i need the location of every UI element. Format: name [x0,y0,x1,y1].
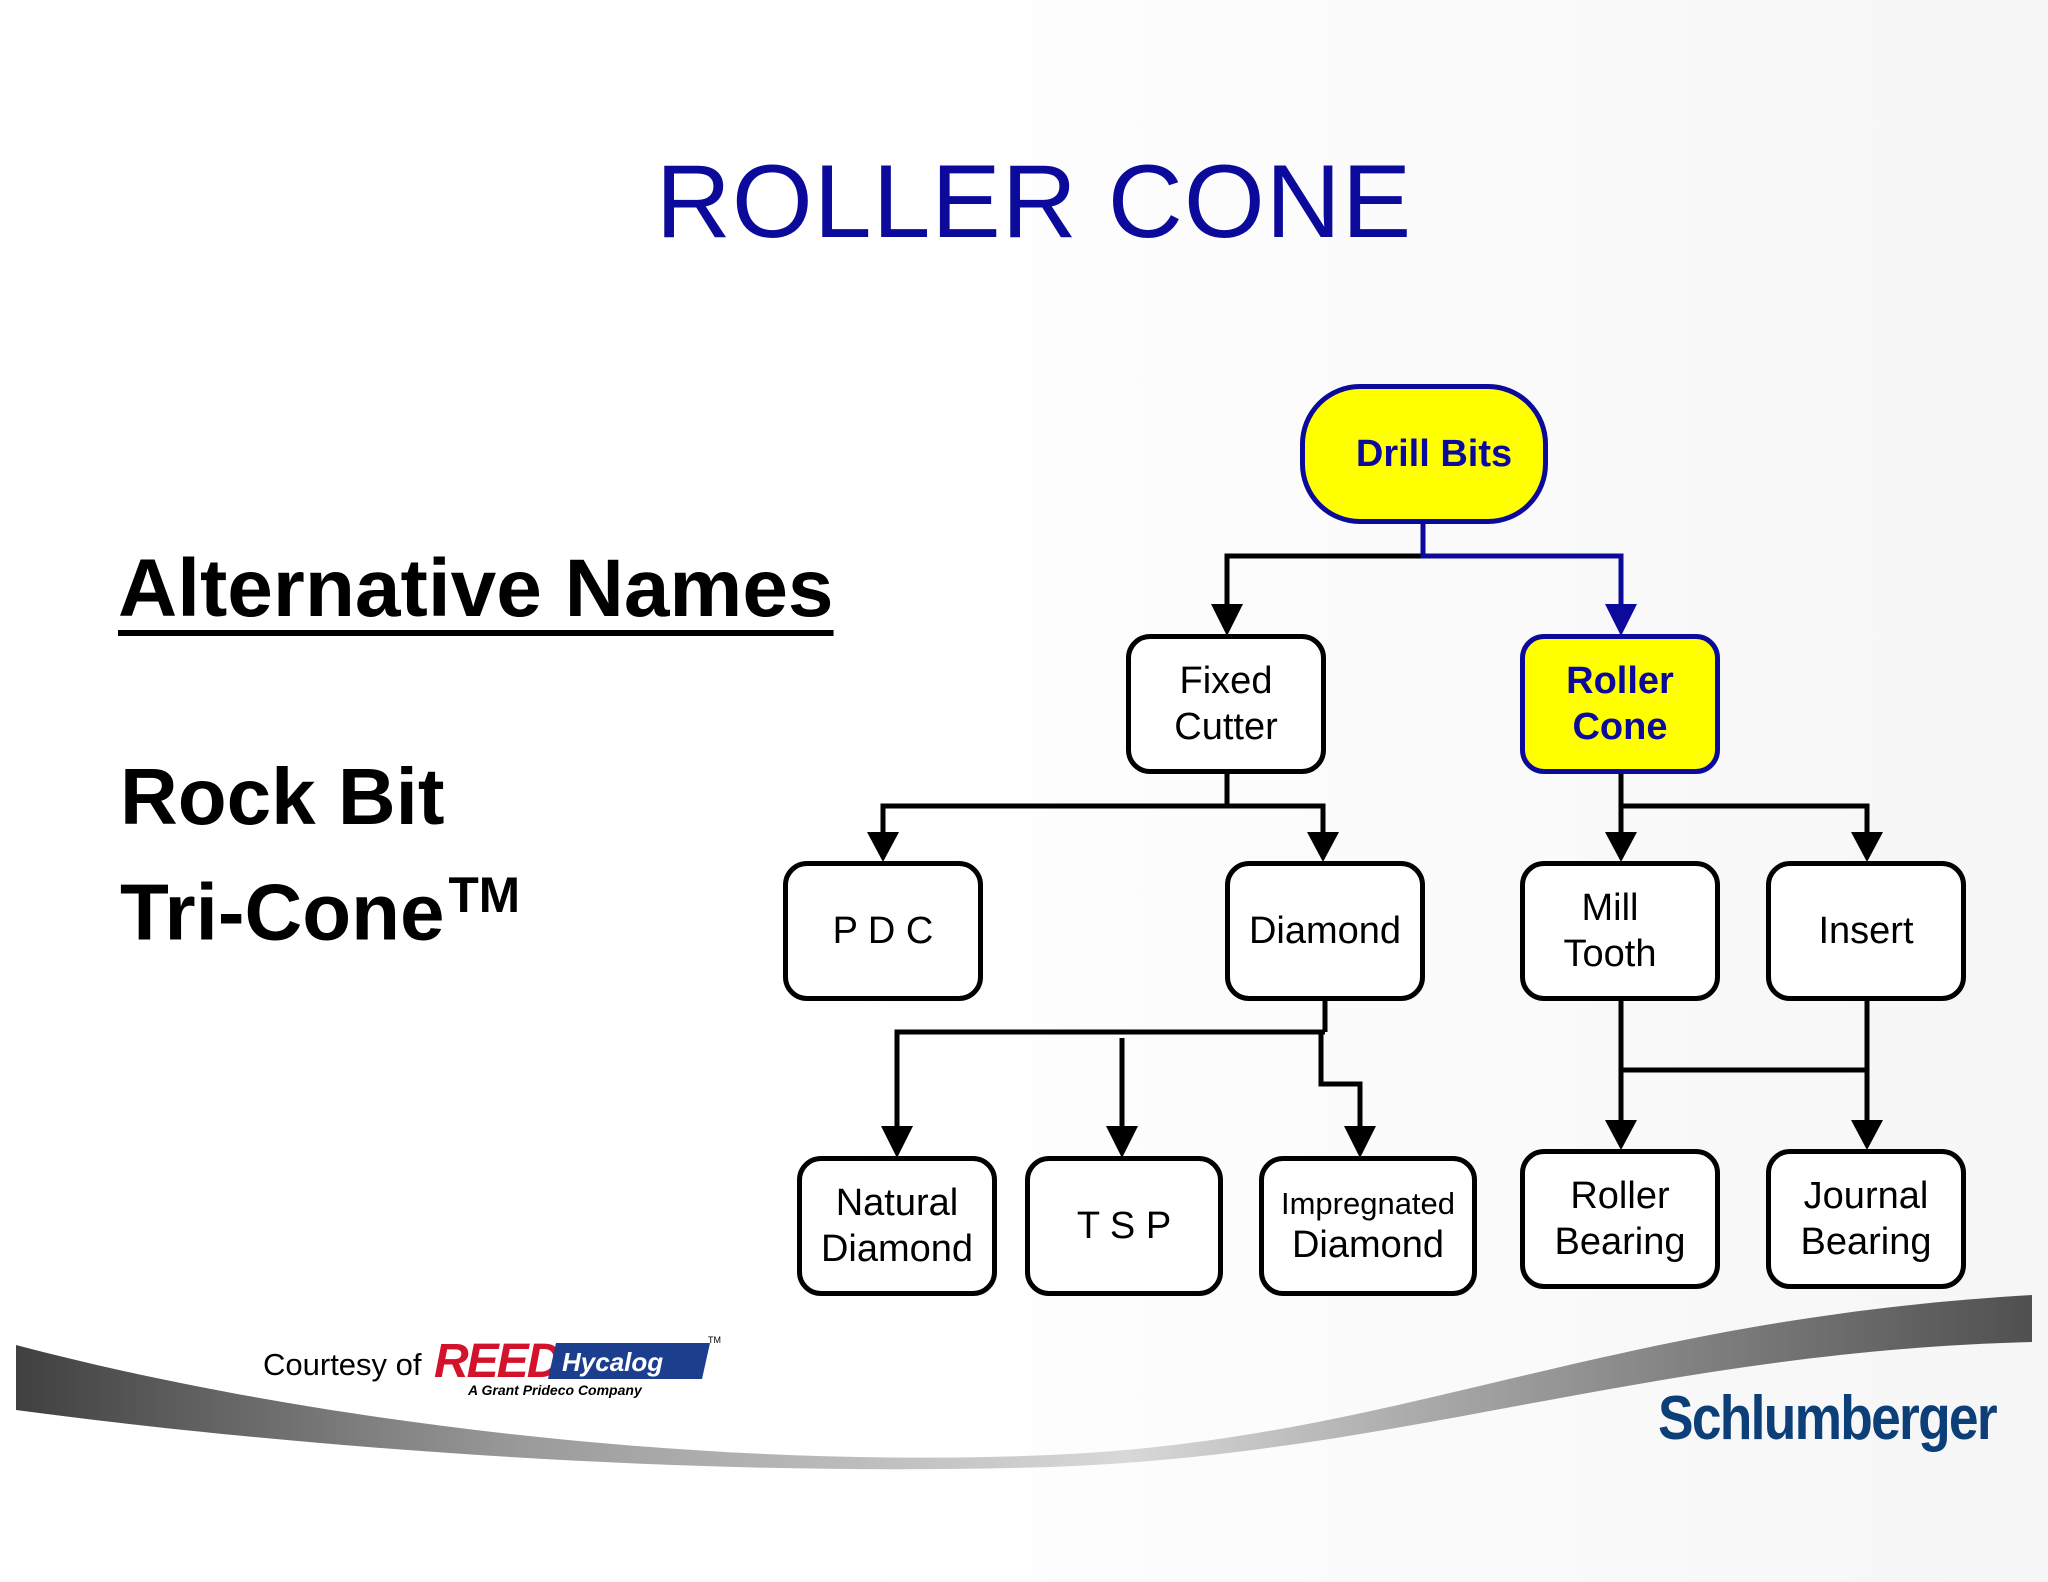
page-title: ROLLER CONE [655,144,1413,260]
arrowhead-mill [1605,832,1637,862]
alternative-name-tri-cone: Tri-ConeTM [120,867,521,957]
connector-drill-to-roller [1420,522,1624,612]
node-impregnated-diamond: Impregnated Diamond [1259,1156,1477,1296]
node-natural-diamond: Natural Diamond [797,1156,997,1296]
alternative-names-list: Rock Bit Tri-ConeTM [120,748,520,961]
alternative-name-rock-bit: Rock Bit [120,752,445,841]
connector-fixed-to-pdc [880,803,1227,840]
node-drill-bits: Drill Bits [1300,384,1548,524]
arrowhead-impregnated [1344,1126,1376,1158]
schlumberger-logo: Schlumberger [1658,1384,1998,1453]
connector-diamond-to-natural [894,1029,1325,1130]
node-diamond: Diamond [1225,861,1425,1001]
courtesy-text: Courtesy of [263,1347,422,1382]
arrowhead-diamond [1307,832,1339,862]
reed-hycalog-logo: REED Hycalog TM A Grant Prideco Company [434,1335,721,1398]
node-roller-cone: Roller Cone [1520,634,1720,774]
alternative-names-heading: Alternative Names [118,543,834,634]
arrowhead-roller-cone [1605,604,1637,636]
impregnated-label-bottom: Diamond [1291,1224,1445,1266]
node-fixed-cutter: Fixed Cutter [1126,634,1326,774]
arrowhead-insert [1851,832,1883,862]
connector-roller-to-insert [1621,803,1870,840]
node-journal-bearing: Journal Bearing [1766,1149,1966,1289]
connector-diamond-to-impregnated [1318,1032,1363,1130]
arrowhead-fixed [1211,604,1243,636]
reed-logo-text: REED [434,1335,561,1388]
trademark-symbol: TM [448,867,521,923]
impregnated-label-top: Impregnated [1280,1186,1456,1221]
arrowhead-tsp [1106,1126,1138,1158]
node-tsp: T S P [1025,1156,1223,1296]
node-roller-bearing: Roller Bearing [1520,1149,1720,1289]
node-pdc: P D C [783,861,983,1001]
arrowhead-pdc [867,832,899,862]
arrowhead-natural [881,1126,913,1158]
hycalog-logo-text: Hycalog [562,1347,663,1377]
node-mill-tooth: Mill Tooth [1520,861,1720,1001]
arrowhead-journal [1851,1120,1883,1150]
node-insert: Insert [1766,861,1966,1001]
arrowhead-roller-bearing [1605,1120,1637,1150]
connector-drill-to-fixed [1224,553,1423,612]
connector-fixed-to-diamond [1190,803,1326,840]
reed-trademark: TM [708,1335,721,1345]
grant-prideco-tagline: A Grant Prideco Company [467,1382,643,1398]
